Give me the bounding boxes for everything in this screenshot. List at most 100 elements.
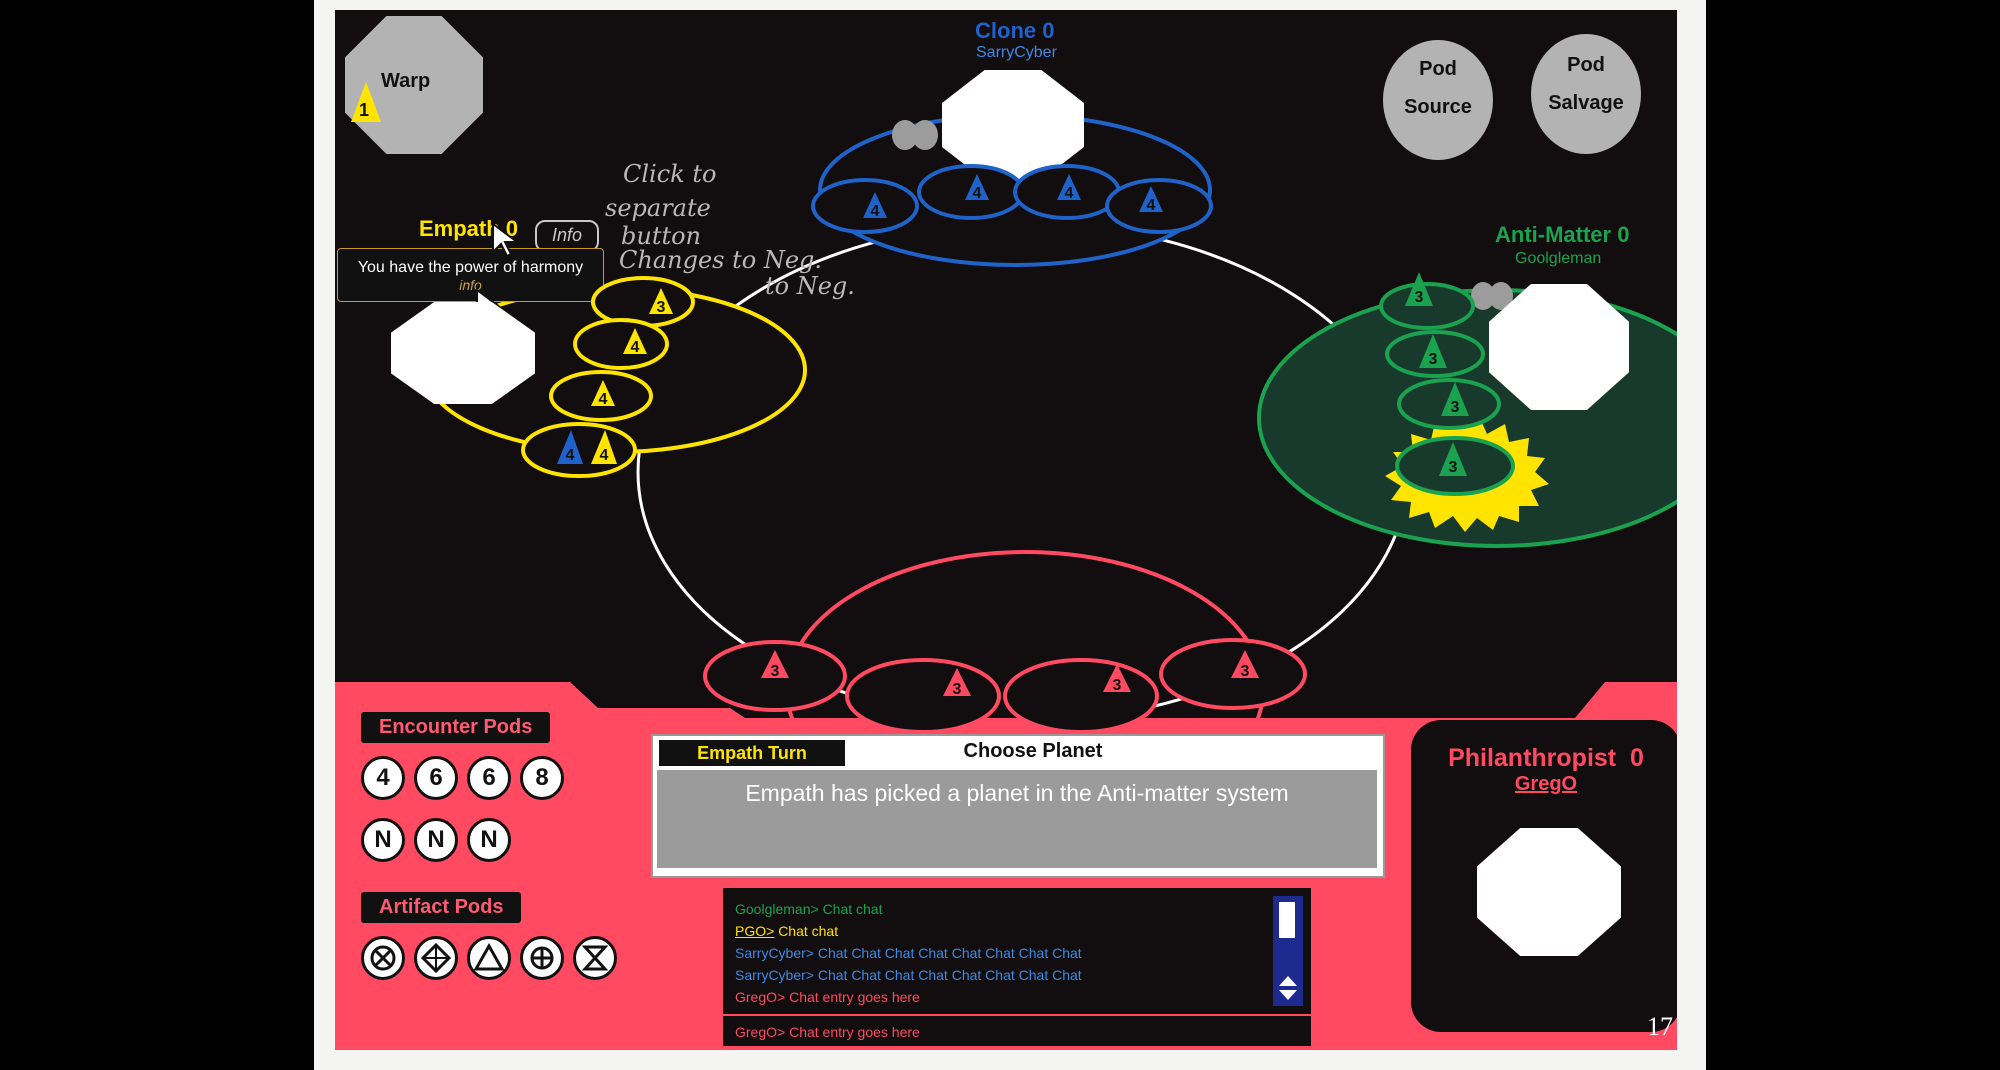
chat-line: SarryCyber> Chat Chat Chat Chat Chat Cha…	[735, 945, 1082, 961]
encounter-pod-button[interactable]: 6	[414, 756, 458, 800]
antimatter-ship-count-3: 3	[1451, 399, 1460, 416]
handwritten-note: separate	[605, 194, 711, 222]
clone-moon	[912, 120, 938, 150]
empath-ship-clone-guest	[557, 430, 583, 464]
antimatter-home-planet[interactable]	[1489, 284, 1629, 410]
circle-plus-icon[interactable]	[520, 936, 564, 980]
chat-input[interactable]: GregO> Chat entry goes here	[723, 1016, 1311, 1046]
empath-ship-count-1: 3	[657, 299, 666, 316]
philanthropist-ship-2	[943, 668, 971, 696]
clone-ship-4	[1139, 186, 1163, 212]
page-number: 17	[1647, 1012, 1673, 1041]
philanthropist-ship-count-1: 3	[771, 663, 780, 680]
chat-input-value: GregO> Chat entry goes here	[735, 1024, 920, 1040]
philanthropist-player-name: Philanthropist 0	[1448, 744, 1644, 772]
philanthropist-ship-4	[1231, 650, 1259, 678]
chat-scrollbar[interactable]	[1273, 896, 1303, 1006]
antimatter-ship-count-1: 3	[1415, 289, 1424, 306]
triangle-icon[interactable]	[467, 936, 511, 980]
clone-planet-1	[811, 178, 919, 234]
encounter-pod-button[interactable]: 8	[520, 756, 564, 800]
antimatter-ship-2	[1419, 334, 1447, 368]
tooltip-text: You have the power of harmony	[357, 259, 584, 276]
empath-ship-3	[591, 380, 615, 406]
empath-ship-2	[623, 328, 647, 354]
empath-ship-count-5: 4	[600, 447, 609, 464]
warp-area[interactable]	[345, 16, 483, 154]
warp-label: Warp	[381, 70, 431, 92]
empath-ship-1	[649, 288, 673, 314]
diamond-cross-icon[interactable]	[414, 936, 458, 980]
chat-line: PGO> Chat chat	[735, 923, 839, 939]
power-tooltip: You have the power of harmony info	[337, 248, 604, 302]
pod-source-button[interactable]	[1383, 40, 1493, 160]
pod-salvage-button[interactable]	[1531, 34, 1641, 154]
chat-line: Goolgleman> Chat chat	[735, 901, 883, 917]
turn-message-box: Empath has picked a planet in the Anti-m…	[657, 770, 1377, 868]
clone-planets	[811, 164, 1213, 234]
handwritten-note: Click to	[623, 160, 717, 188]
philanthropist-ship-1	[761, 650, 789, 678]
philanthropist-ship-count-2: 3	[953, 681, 962, 698]
chat-line: GregO> Chat entry goes here	[735, 989, 920, 1005]
warp-ship-icon	[351, 82, 381, 122]
philanthropist-ship-count-3: 3	[1113, 677, 1122, 694]
clone-player-user: SarryCyber	[976, 44, 1057, 61]
philanthropist-planets	[703, 638, 1307, 734]
encounter-pod-button[interactable]: N	[414, 818, 458, 862]
encounter-pod-button[interactable]: 4	[361, 756, 405, 800]
empath-planet-1	[591, 276, 695, 328]
clone-home-planet[interactable]	[942, 70, 1084, 180]
antimatter-ship-1	[1405, 272, 1433, 306]
encounter-pod-button[interactable]: N	[361, 818, 405, 862]
encounter-pods-title: Encounter Pods	[361, 712, 551, 743]
empath-home-planet[interactable]	[391, 302, 535, 404]
philanthropist-ships	[761, 650, 1259, 696]
turn-label: Empath Turn	[659, 740, 845, 766]
empath-ship-4	[591, 430, 617, 464]
philanthropist-panel: Philanthropist 0 GregO	[1411, 720, 1677, 1032]
planets-layer: 4 4 4 4 3 4 4 4 4 3 3 3 3 3 3 3 3	[521, 164, 1515, 734]
antimatter-ship-4	[1439, 442, 1467, 476]
turn-message: Empath has picked a planet in the Anti-m…	[745, 780, 1289, 806]
chat-log: Goolgleman> Chat chat PGO> Chat chat Sar…	[723, 888, 1311, 1014]
clone-ship-count-2: 4	[973, 185, 982, 202]
chat-scrollbar-thumb[interactable]	[1279, 902, 1295, 938]
clone-ship-1	[863, 192, 887, 218]
chat-lines: Goolgleman> Chat chat PGO> Chat chat Sar…	[735, 898, 1082, 1008]
scroll-arrows-icon[interactable]	[1277, 974, 1299, 1002]
handwritten-note: to Neg.	[765, 272, 855, 300]
antimatter-ship-count-4: 3	[1449, 459, 1458, 476]
handwritten-note: button	[621, 222, 702, 250]
hourglass-icon[interactable]	[573, 936, 617, 980]
empath-planet-2	[573, 318, 669, 370]
handwritten-note: Changes to Neg.	[619, 246, 823, 274]
empath-planet-4	[521, 422, 637, 478]
philanthropist-ship-3	[1103, 664, 1131, 692]
clone-ship-count-3: 4	[1065, 185, 1074, 202]
philanthropist-home-planet[interactable]	[1477, 828, 1621, 956]
turn-panel: Empath Turn Choose Planet Empath has pic…	[651, 734, 1385, 878]
empath-ship-count-3: 4	[599, 391, 608, 408]
artifact-pods-title: Artifact Pods	[361, 892, 522, 923]
circle-x-icon[interactable]	[361, 936, 405, 980]
antimatter-ships	[1405, 272, 1469, 476]
empath-ship-count-4: 4	[566, 447, 575, 464]
antimatter-player-user: Goolgleman	[1515, 250, 1602, 267]
antimatter-ship-3	[1441, 382, 1469, 416]
antimatter-player-name: Anti-Matter 0	[1495, 222, 1630, 247]
empath-ship-count-2: 4	[631, 339, 640, 356]
empath-ships	[557, 288, 673, 464]
cursor-icon	[492, 222, 520, 258]
clone-ship-3	[1057, 174, 1081, 200]
encounter-pod-button[interactable]: N	[467, 818, 511, 862]
philanthropist-ship-count-4: 3	[1241, 663, 1250, 680]
philanthropist-planet-2	[845, 658, 1001, 734]
chat-line: SarryCyber> Chat Chat Chat Chat Chat Cha…	[735, 967, 1082, 983]
warp-ship-count: 1	[359, 100, 370, 120]
encounter-pod-button[interactable]: 6	[467, 756, 511, 800]
clone-ships	[863, 174, 1163, 218]
